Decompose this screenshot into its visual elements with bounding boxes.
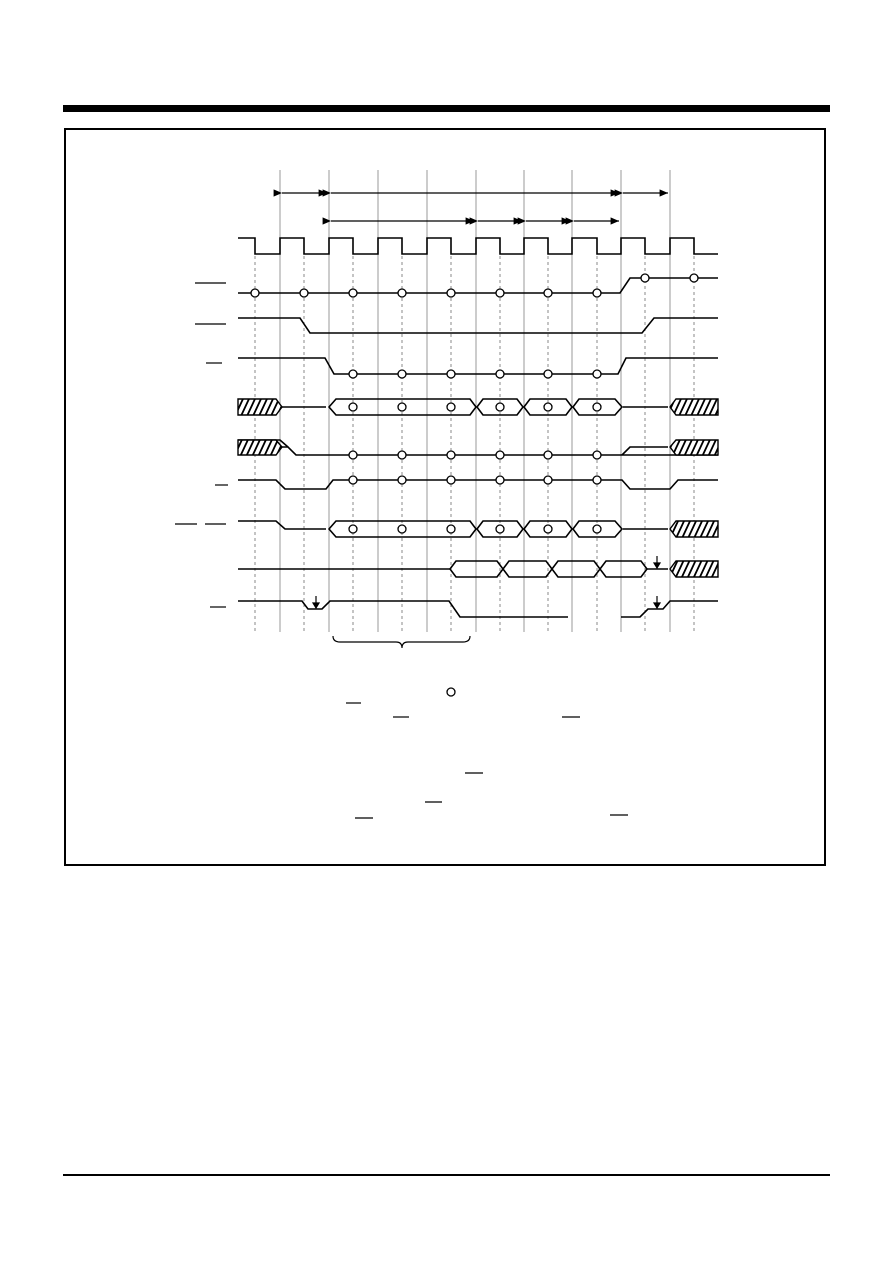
hatch-row-4-left [237, 398, 283, 416]
sample-circle [592, 450, 602, 460]
label-overbars [175, 282, 228, 608]
signal-row-6 [238, 479, 718, 490]
sample-circle [495, 402, 505, 412]
bus-row-7-d [572, 520, 624, 538]
sample-circle [446, 369, 456, 379]
hatch-row-8-right [669, 560, 719, 578]
sample-points [250, 273, 699, 534]
sample-circle [640, 273, 650, 283]
bus-row-8-c [551, 560, 601, 578]
sample-circle [348, 369, 358, 379]
hatch-row-5-right [669, 439, 719, 456]
sample-circle [348, 450, 358, 460]
sample-circle [397, 450, 407, 460]
sample-circle [592, 475, 602, 485]
sample-circle [592, 524, 602, 534]
sample-circle [495, 475, 505, 485]
sample-circle [592, 402, 602, 412]
signal-waveforms [238, 277, 718, 618]
diagram-frame [64, 128, 826, 866]
hatch-row-4-right [669, 398, 719, 416]
signal-row-7 [238, 520, 326, 530]
sample-circle [543, 524, 553, 534]
sample-circle [495, 524, 505, 534]
sample-circle [592, 288, 602, 298]
clock-waveform [238, 237, 718, 255]
sample-circle [543, 369, 553, 379]
hatch-row-7-right [669, 520, 719, 538]
edge-markers [311, 556, 662, 610]
top-rule [63, 105, 830, 112]
signal-row-5 [282, 446, 718, 456]
bus-row-8-d [599, 560, 648, 578]
signal-row-2 [238, 317, 718, 334]
sample-circle [397, 475, 407, 485]
sample-circle [689, 273, 699, 283]
sample-circle [495, 288, 505, 298]
bracket-brace [332, 635, 471, 649]
sample-circle [250, 288, 260, 298]
sample-circle [543, 475, 553, 485]
sample-circle [543, 288, 553, 298]
sample-circle [543, 450, 553, 460]
hatch-row-5-left [237, 439, 283, 456]
sample-circle [397, 524, 407, 534]
sample-circle [446, 524, 456, 534]
bottom-rule [63, 1174, 830, 1176]
sample-circle [495, 369, 505, 379]
sample-circle [543, 402, 553, 412]
sample-circle [397, 288, 407, 298]
sample-circle [348, 524, 358, 534]
legend-sample-circle [446, 687, 456, 697]
sample-circle [446, 450, 456, 460]
sample-circle [446, 475, 456, 485]
bus-row-4-d [572, 398, 624, 416]
dimension-arrows [273, 189, 668, 225]
sample-circle [397, 402, 407, 412]
sample-circle [348, 475, 358, 485]
sample-circle [299, 288, 309, 298]
signal-row-9-tail [621, 600, 718, 618]
signal-row-9 [238, 600, 568, 618]
sample-circle [397, 369, 407, 379]
sample-circle [348, 402, 358, 412]
signal-row-1 [238, 277, 718, 294]
bus-row-5-right [621, 446, 668, 456]
sample-circle [348, 288, 358, 298]
sample-circle [446, 402, 456, 412]
bus-row-8-b [502, 560, 553, 578]
signal-row-3 [238, 357, 718, 375]
bus-segments [238, 398, 668, 578]
sample-circle [495, 450, 505, 460]
notes-overbars [346, 702, 628, 819]
sample-circle [592, 369, 602, 379]
timing-guides [254, 170, 695, 632]
sample-circle [446, 288, 456, 298]
hatched-regions [237, 398, 719, 578]
